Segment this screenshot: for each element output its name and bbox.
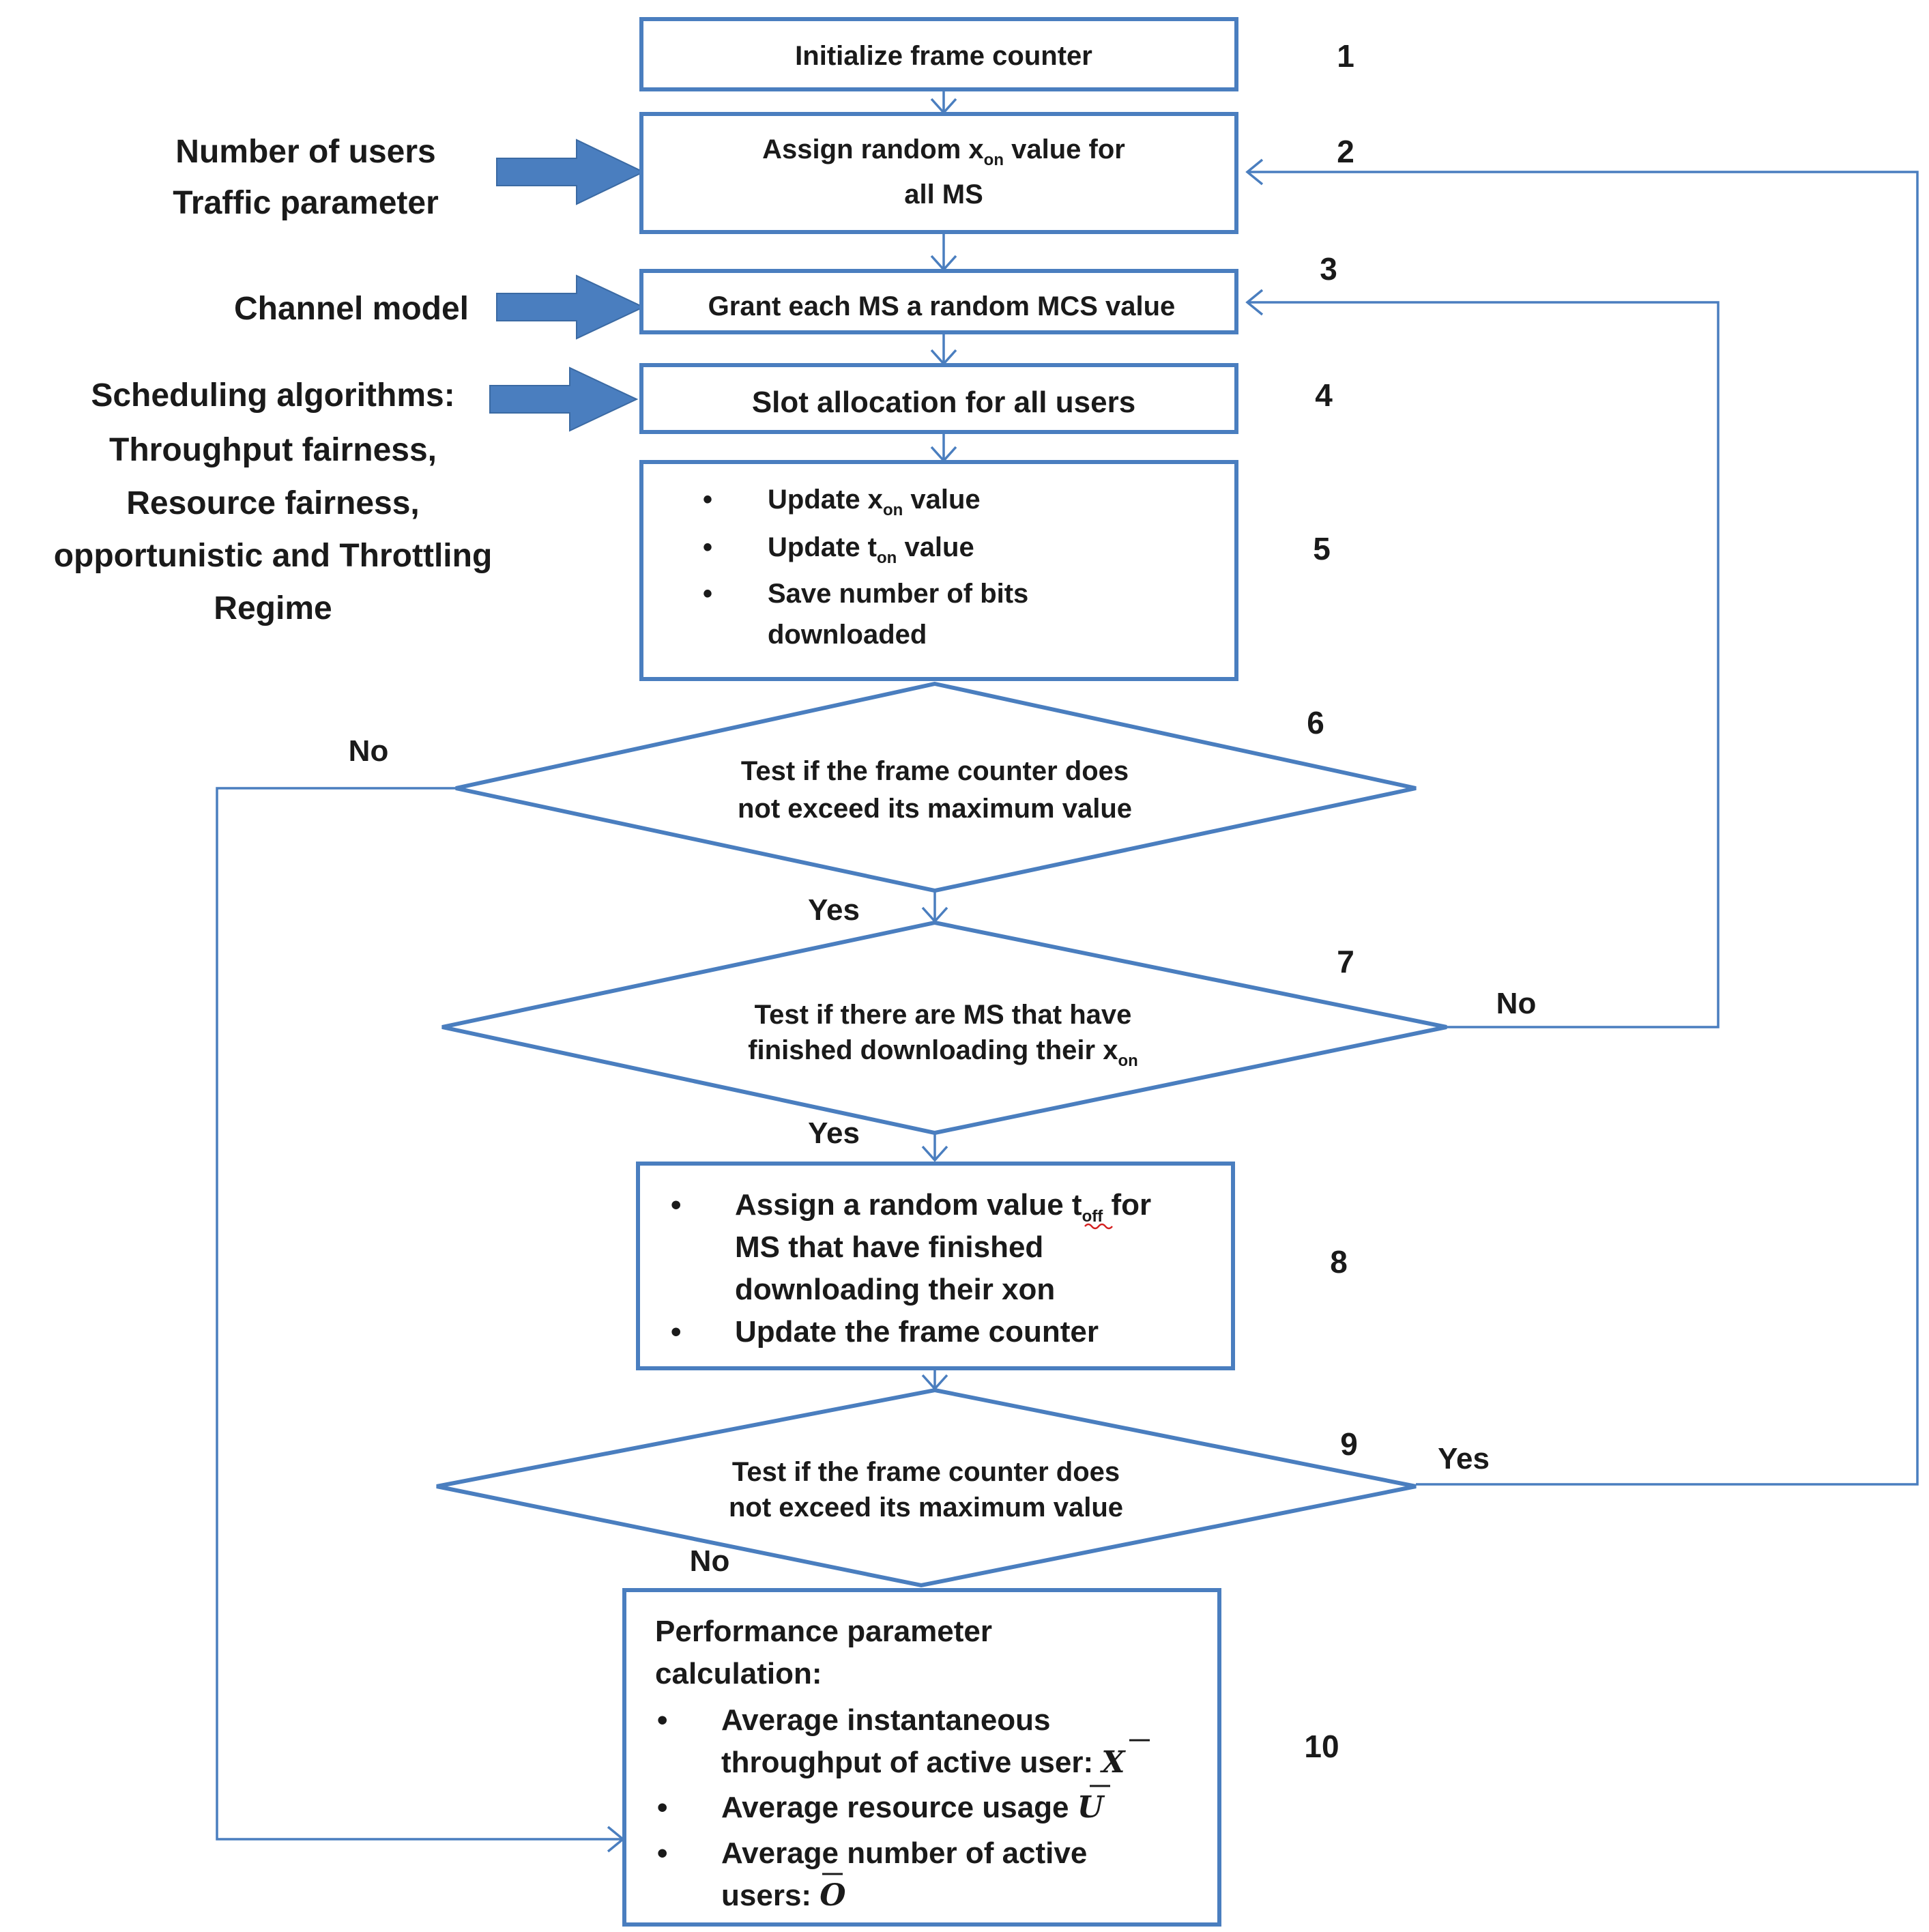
step-10-bullet-3-dot: • xyxy=(657,1836,667,1870)
spellcheck-squiggle xyxy=(1084,1223,1113,1230)
input-channel-model: Channel model xyxy=(234,291,469,327)
step-number-5: 5 xyxy=(1313,531,1331,566)
input-traffic-parameter: Traffic parameter xyxy=(173,185,439,221)
decision-9-line-2: not exceed its maximum value xyxy=(729,1493,1123,1523)
step-10-bullet-1-dot: • xyxy=(657,1703,667,1737)
input-scheduling-resource: Resource fairness, xyxy=(126,485,420,521)
label-d9-yes: Yes xyxy=(1438,1442,1490,1475)
flow-connectors xyxy=(216,91,1919,1853)
input-labels: Number of users Traffic parameter Channe… xyxy=(54,134,493,626)
step-number-1: 1 xyxy=(1337,38,1354,74)
label-d6-no: No xyxy=(349,734,389,768)
step-3: Grant each MS a random MCS value xyxy=(639,269,1238,334)
step-number-4: 4 xyxy=(1315,377,1333,413)
step-1-box xyxy=(639,17,1238,91)
step-5-bullet-1: Update xon value xyxy=(768,485,981,519)
arrow-scheduling xyxy=(489,366,639,432)
decision-7-line-2: finished downloading their xon xyxy=(748,1035,1138,1070)
step-10-bullet-2-dot: • xyxy=(657,1791,667,1824)
decision-9: Test if the frame counter does not excee… xyxy=(436,1387,1417,1588)
step-5-bullet-3-line-2: downloaded xyxy=(768,620,927,650)
step-1: Initialize frame counter xyxy=(639,17,1238,91)
step-10: Performance parameter calculation: • Ave… xyxy=(622,1588,1221,1927)
branch-labels: No Yes No Yes Yes No xyxy=(349,734,1537,1578)
step-1-text: Initialize frame counter xyxy=(795,41,1092,71)
step-number-3: 3 xyxy=(1320,251,1337,287)
step-8-box xyxy=(636,1162,1235,1370)
step-10-bullet-3-line-2: users: O xyxy=(721,1878,846,1913)
step-number-2: 2 xyxy=(1337,134,1354,169)
step-5-bullet-2-dot: • xyxy=(703,532,712,562)
step-8-bullet-2-dot: • xyxy=(671,1315,681,1349)
step-5-bullet-3-dot: • xyxy=(703,579,712,609)
input-arrows xyxy=(489,139,646,432)
decision-7-line-1: Test if there are MS that have xyxy=(755,1000,1132,1030)
step-3-text: Grant each MS a random MCS value xyxy=(708,291,1176,321)
loop-7-no-to-3 xyxy=(1247,301,1720,1028)
input-scheduling-opportunistic: opportunistic and Throttling xyxy=(54,538,493,574)
step-2-line-2: all MS xyxy=(904,179,983,210)
step-2: Assign random xon value for all MS xyxy=(639,112,1238,234)
input-scheduling-throughput: Throughput fairness, xyxy=(109,432,437,468)
label-d7-yes: Yes xyxy=(808,1116,860,1150)
step-8-bullet-2: Update the frame counter xyxy=(735,1315,1099,1349)
arrowhead-7-8 xyxy=(921,1145,948,1162)
step-8: • Assign a random value toff for MS that… xyxy=(636,1162,1235,1370)
step-5-box xyxy=(639,460,1238,681)
step-number-6: 6 xyxy=(1307,705,1324,740)
decision-6-diamond xyxy=(455,681,1417,893)
decision-9-diamond xyxy=(436,1387,1417,1588)
step-4: Slot allocation for all users xyxy=(639,363,1238,434)
label-d9-no: No xyxy=(690,1544,730,1578)
step-8-bullet-1-line-3: downloading their xon xyxy=(735,1273,1055,1306)
arrow-users-traffic xyxy=(496,139,646,205)
arrowhead-loop-9-to-2 xyxy=(1245,158,1264,186)
step-10-bullet-2: Average resource usage U xyxy=(721,1790,1105,1825)
step-10-bullet-3-line-1: Average number of active xyxy=(721,1836,1087,1870)
step-10-title-line-2: calculation: xyxy=(655,1657,822,1690)
decision-6-line-2: not exceed its maximum value xyxy=(738,794,1132,824)
path-6-no-to-10 xyxy=(216,787,623,1841)
arrowhead-loop-7-to-3 xyxy=(1245,289,1264,316)
step-5: • Update xon value • Update ton value • … xyxy=(639,460,1238,681)
decision-7: Test if there are MS that have finished … xyxy=(441,920,1447,1136)
step-4-box xyxy=(639,363,1238,434)
decision-7-diamond xyxy=(441,920,1447,1136)
step-8-bullet-1-line-2: MS that have finished xyxy=(735,1230,1043,1264)
step-numbers: 1 2 3 4 5 6 7 8 9 10 xyxy=(1304,38,1357,1764)
step-2-box xyxy=(639,112,1238,234)
step-number-10: 10 xyxy=(1304,1729,1339,1764)
step-5-bullet-1-dot: • xyxy=(703,485,712,515)
step-number-7: 7 xyxy=(1337,944,1354,979)
step-10-bullet-1-line-1: Average instantaneous xyxy=(721,1703,1051,1737)
step-number-9: 9 xyxy=(1340,1426,1358,1462)
input-scheduling-regime: Regime xyxy=(214,590,332,626)
label-d6-yes: Yes xyxy=(808,893,860,927)
step-8-bullet-1-line-1: Assign a random value toff for xyxy=(735,1188,1151,1226)
decision-6: Test if the frame counter does not excee… xyxy=(455,681,1417,893)
step-10-bullet-1-line-2: throughput of active user: X xyxy=(721,1745,1126,1780)
step-5-bullet-2: Update ton value xyxy=(768,532,974,567)
decision-6-line-1: Test if the frame counter does xyxy=(741,756,1129,786)
step-2-line-1: Assign random xon value for xyxy=(762,134,1125,169)
label-d7-no: No xyxy=(1496,987,1537,1020)
step-8-bullet-1-dot: • xyxy=(671,1188,681,1222)
input-scheduling-title: Scheduling algorithms: xyxy=(91,377,454,414)
step-5-bullet-3-line-1: Save number of bits xyxy=(768,579,1028,609)
step-4-text: Slot allocation for all users xyxy=(752,386,1135,419)
step-10-box xyxy=(622,1588,1221,1927)
step-number-8: 8 xyxy=(1330,1244,1348,1280)
loop-9-yes-to-2 xyxy=(1247,171,1919,1486)
arrow-channel-model xyxy=(496,274,646,340)
input-number-of-users: Number of users xyxy=(175,134,435,170)
step-10-title-line-1: Performance parameter xyxy=(655,1615,992,1648)
decision-9-line-1: Test if the frame counter does xyxy=(732,1457,1120,1487)
step-3-box xyxy=(639,269,1238,334)
